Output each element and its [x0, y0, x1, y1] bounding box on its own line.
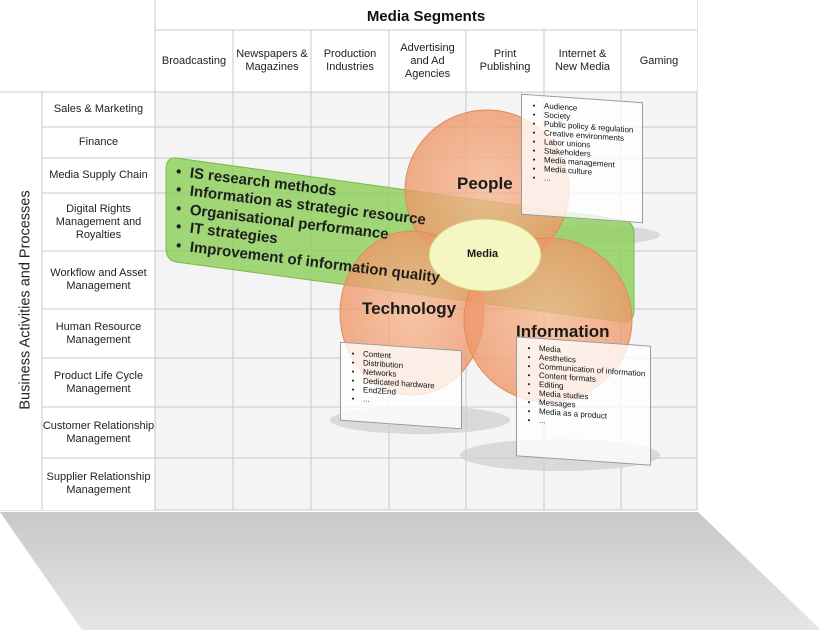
technology-card: ContentDistributionNetworksDedicated har…: [340, 341, 462, 430]
column-header: Gaming: [639, 54, 679, 67]
row-label: Workflow and Asset Management: [50, 267, 147, 292]
people-card: AudienceSocietyPublic policy & regulatio…: [521, 93, 643, 224]
column-header: Newspapers & Magazines: [236, 48, 308, 73]
rows-axis-label: Business Activities and Processes: [17, 190, 34, 410]
row-label: Customer Relationship Management: [42, 419, 155, 445]
media-center-label: Media: [467, 248, 499, 260]
column-header: Internet & New Media: [554, 48, 611, 73]
information-label: Information: [516, 322, 610, 341]
row-label: Digital Rights Management and Royalties: [55, 202, 142, 241]
row-label: Finance: [78, 136, 119, 148]
row-label: Product Life Cycle Management: [53, 369, 144, 395]
column-header: Advertising and Ad Agencies: [400, 41, 455, 80]
media-segments-title: Media Segments: [366, 7, 486, 25]
column-header: Print Publishing: [479, 48, 531, 73]
column-header: Production Industries: [323, 48, 377, 73]
people-items-list: AudienceSocietyPublic policy & regulatio…: [522, 95, 642, 193]
column-header: Broadcasting: [161, 54, 227, 67]
floor-shadow: [0, 512, 821, 630]
row-label: Supplier Relationship Management: [46, 471, 151, 496]
row-label: Sales & Marketing: [53, 103, 144, 115]
technology-label: Technology: [362, 299, 457, 318]
row-label: Media Supply Chain: [49, 169, 148, 181]
media-center-ellipse: [428, 218, 542, 292]
technology-items-list: ContentDistributionNetworksDedicated har…: [341, 343, 461, 414]
row-label: Human Resource Management: [55, 320, 142, 346]
information-card: MediaAestheticsCommunication of informat…: [516, 336, 651, 466]
information-items-list: MediaAestheticsCommunication of informat…: [517, 337, 650, 436]
people-label: People: [457, 174, 513, 193]
